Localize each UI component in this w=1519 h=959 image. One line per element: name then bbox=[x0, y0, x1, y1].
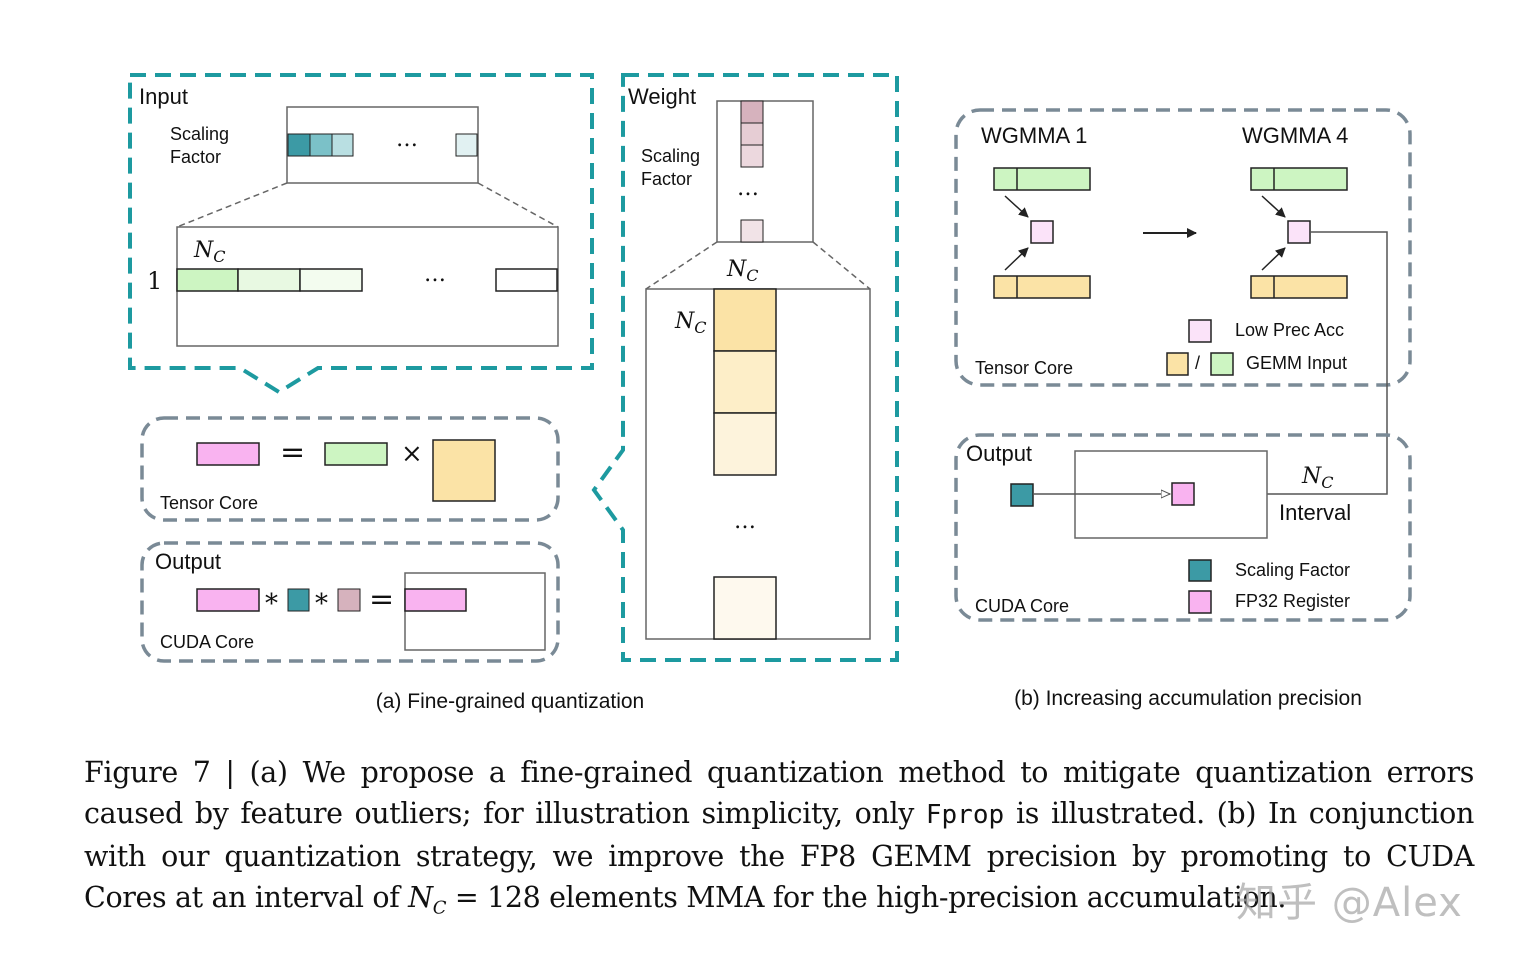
panel-b-caption: (b) Increasing accumulation precision bbox=[1014, 687, 1362, 710]
cuda-core-b-scaling-factor bbox=[1010, 483, 1034, 507]
wgmma-4-input-a bbox=[1250, 167, 1348, 191]
cuda-core-b-region bbox=[954, 433, 1412, 622]
caption-text-1: Figure 7 | (a) We propose a fine-grained… bbox=[84, 756, 1474, 830]
input-scale-cell bbox=[455, 133, 478, 157]
tensor-core-a-input bbox=[324, 442, 388, 466]
tensor-core-a-equals: = bbox=[280, 435, 305, 470]
input-nc-label: NC bbox=[193, 238, 226, 266]
input-row-cell bbox=[299, 268, 363, 292]
input-region-border bbox=[128, 73, 594, 395]
wgmma-1-input-b bbox=[993, 275, 1091, 299]
legend-gemm-input-swatch-green bbox=[1210, 352, 1234, 376]
caption-text-3: = 128 elements MMA for the high-precisio… bbox=[446, 881, 1287, 914]
input-scaling-factor-box bbox=[286, 106, 479, 184]
cuda-core-a-weight-scale bbox=[337, 588, 361, 612]
legend-scaling-factor-swatch bbox=[1188, 559, 1212, 582]
wgmma-1-accumulator bbox=[1030, 220, 1054, 244]
input-row-cell bbox=[495, 268, 558, 292]
weight-scale-cell bbox=[740, 100, 764, 124]
weight-scale-cell bbox=[740, 144, 764, 168]
cuda-core-a-region bbox=[140, 541, 560, 663]
input-row-one-label: 1 bbox=[147, 267, 162, 295]
tensor-core-a-output bbox=[196, 442, 260, 466]
panel-a-caption: (a) Fine-grained quantization bbox=[376, 690, 645, 713]
cuda-core-a-output-label: Output bbox=[155, 549, 221, 574]
caption-nc: NC bbox=[408, 881, 447, 919]
weight-column-cell bbox=[713, 576, 777, 640]
input-zoom-line bbox=[477, 182, 559, 228]
tensor-core-a-label: Tensor Core bbox=[160, 493, 258, 513]
input-scale-cell bbox=[309, 133, 333, 157]
figure-caption: Figure 7 | (a) We propose a fine-grained… bbox=[84, 752, 1474, 929]
input-scale-ellipsis: … bbox=[396, 127, 418, 152]
weight-label: Weight bbox=[628, 84, 696, 109]
tensor-core-b-region bbox=[954, 108, 1412, 387]
legend-slash: / bbox=[1195, 353, 1200, 373]
weight-column-ellipsis: … bbox=[734, 509, 756, 534]
cuda-core-a-partial bbox=[196, 588, 260, 612]
legend-scaling-factor-label: Scaling Factor bbox=[1235, 560, 1350, 580]
figure-diagram: Input Scaling Factor … NC 1 … Weight Sca… bbox=[128, 73, 1412, 713]
watermark: 知乎 @Alex bbox=[1236, 880, 1463, 926]
interval-nc-label: NC bbox=[1301, 464, 1334, 492]
weight-region-border bbox=[591, 73, 899, 662]
weight-scaling-factor-label-2: Factor bbox=[641, 169, 692, 189]
weight-scale-cell bbox=[740, 122, 764, 146]
weight-column-cell bbox=[713, 412, 777, 476]
tensor-core-a-weight bbox=[432, 439, 496, 502]
weight-column-cell bbox=[713, 288, 777, 352]
wgmma-1-arrow-in bbox=[1004, 195, 1029, 218]
cuda-core-b-output-label: Output bbox=[966, 441, 1032, 466]
tensor-core-a-times: × bbox=[401, 439, 423, 469]
cuda-core-a-equals: = bbox=[369, 582, 394, 617]
wgmma-4-input-b bbox=[1250, 275, 1348, 299]
weight-scaling-factor-label: Scaling bbox=[641, 146, 700, 166]
weight-scaling-factor-box bbox=[716, 100, 814, 243]
input-label: Input bbox=[139, 84, 188, 109]
tensor-core-b-label: Tensor Core bbox=[975, 358, 1073, 378]
input-row-cell bbox=[176, 268, 239, 292]
wgmma-1-arrow-in bbox=[1004, 247, 1029, 271]
weight-column-cell bbox=[713, 350, 777, 414]
input-scaling-factor-label: Scaling bbox=[170, 124, 229, 144]
caption-text-2: is illustrated. (b) In conjunction with … bbox=[84, 797, 1474, 914]
legend-fp32-register-label: FP32 Register bbox=[1235, 591, 1350, 611]
cuda-core-a-star: * bbox=[265, 589, 278, 619]
wgmma-4-arrow-in bbox=[1261, 195, 1286, 218]
input-scale-cell bbox=[331, 133, 354, 157]
legend-fp32-register-swatch bbox=[1188, 590, 1212, 614]
wgmma-4-arrow-in bbox=[1261, 247, 1286, 271]
cuda-core-b-fp32-register bbox=[1171, 482, 1195, 506]
cuda-core-b-label: CUDA Core bbox=[975, 596, 1069, 616]
cuda-core-a-result bbox=[404, 588, 467, 612]
input-row-ellipsis: … bbox=[424, 262, 446, 287]
interval-label: Interval bbox=[1279, 500, 1351, 525]
weight-nc-side-label: NC bbox=[674, 309, 707, 337]
cuda-core-a-input-scale bbox=[287, 588, 310, 612]
promotion-path bbox=[1196, 231, 1388, 494]
legend-gemm-input-label: GEMM Input bbox=[1246, 353, 1347, 373]
legend-low-prec-acc-label: Low Prec Acc bbox=[1235, 320, 1344, 340]
legend-gemm-input-swatch-peach bbox=[1166, 352, 1189, 376]
wgmma-1-label: WGMMA 1 bbox=[981, 123, 1087, 148]
weight-scale-cell bbox=[740, 219, 764, 243]
input-scale-cell bbox=[287, 133, 311, 157]
weight-scale-ellipsis: … bbox=[737, 176, 759, 201]
wgmma-4-label: WGMMA 4 bbox=[1242, 123, 1348, 148]
cuda-core-a-star-2: * bbox=[315, 589, 328, 619]
cuda-core-a-label: CUDA Core bbox=[160, 632, 254, 652]
input-zoom-line bbox=[176, 182, 288, 228]
legend-low-prec-acc-swatch bbox=[1188, 319, 1212, 343]
wgmma-4-accumulator bbox=[1287, 220, 1311, 244]
tensor-core-a-region bbox=[140, 416, 560, 522]
wgmma-1-input-a bbox=[993, 167, 1091, 191]
weight-nc-top-label: NC bbox=[726, 257, 759, 285]
weight-zoom-line bbox=[645, 241, 718, 290]
input-row-cell bbox=[237, 268, 301, 292]
input-scaling-factor-label-2: Factor bbox=[170, 147, 221, 167]
weight-zoom-line bbox=[812, 241, 871, 290]
caption-code: Fprop bbox=[925, 800, 1005, 830]
